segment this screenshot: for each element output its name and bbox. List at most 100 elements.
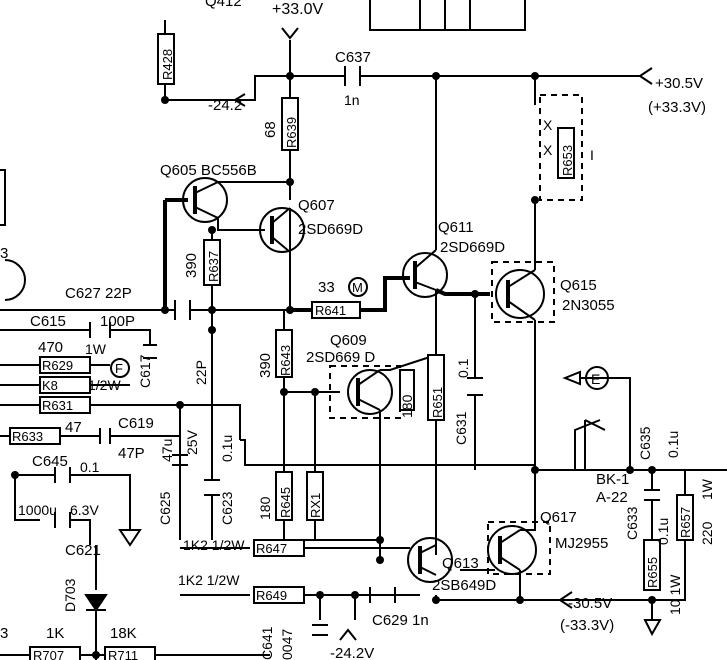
label-c631: C631 [453, 411, 469, 445]
label-r639-value: 68 [262, 121, 279, 138]
label-rail-plus-33v3: (+33.3V) [648, 99, 706, 116]
label-r651: R651 [430, 387, 445, 418]
label-r645: R645 [278, 487, 293, 518]
label-r711: R711 [108, 648, 138, 660]
label-r633: R633 [12, 429, 43, 444]
label-rail-minus-30v5: -30.5V [568, 595, 612, 612]
label-r428: R428 [160, 49, 175, 80]
label-c621-value: 1000u [18, 502, 57, 518]
label-r647-value: 1K2 1/2W [183, 537, 245, 553]
label-c619-value: 47P [118, 445, 145, 462]
label-c637-value: 1n [344, 92, 360, 108]
transistors [182, 94, 583, 583]
label-ref-3-bottom: 3 [0, 625, 8, 642]
label-r643: R643 [278, 345, 293, 376]
label-c633: C633 [624, 506, 640, 540]
label-q617-type: MJ2955 [555, 535, 608, 552]
label-c619: C619 [118, 415, 154, 432]
label-r653-mark: I [590, 147, 594, 163]
label-r633-value: 47 [65, 419, 82, 436]
label-rx1: RX1 [308, 493, 323, 518]
label-r639: R639 [284, 117, 299, 148]
label-q617: Q617 [540, 509, 577, 526]
label-c627: C627 22P [65, 285, 132, 302]
label-c617: C617 [137, 354, 153, 388]
label-q607-type: 2SD669D [298, 221, 363, 238]
label-c621-voltage: 6.3V [70, 502, 99, 518]
label-r629: R629 [42, 358, 73, 373]
label-ref-3: 3 [0, 245, 8, 262]
label-c621: C621 [65, 542, 101, 559]
label-marker-f: F [115, 361, 123, 376]
label-r629-power: 1W [85, 341, 107, 357]
label-r-180-right: 180 [399, 394, 415, 418]
label-supply-33v: +33.0V [272, 1, 323, 18]
label-c617-value: 22P [193, 360, 209, 385]
label-c645: C645 [32, 453, 68, 470]
label-c635-value: 0.1u [665, 431, 681, 458]
label-c641: C641 [259, 626, 275, 660]
label-q615-type: 2N3055 [562, 297, 615, 314]
label-r649-value: 1K2 1/2W [178, 572, 240, 588]
label-c641-value: 0047 [279, 629, 295, 660]
label-c625-voltage: 25V [184, 429, 200, 455]
label-q605: Q605 BC556B [160, 162, 257, 179]
label-r641-value: 33 [318, 279, 335, 296]
label-marker-e: E [591, 371, 600, 387]
label-r657-power: 1W [699, 478, 715, 500]
label-rail-minus-33v3: (-33.3V) [560, 617, 614, 634]
label-r707: R707 [33, 648, 64, 660]
label-c635: C635 [637, 426, 653, 460]
label-q607: Q607 [298, 197, 335, 214]
label-minus-24v2-top: -24.2 [208, 97, 242, 114]
label-r657: R657 [678, 507, 693, 538]
label-r657-value: 220 [699, 521, 715, 545]
label-r655-value: 10 1W [667, 574, 683, 615]
label-c645-value: 0.1 [80, 459, 100, 475]
label-c637: C637 [335, 49, 371, 66]
label-r647: R647 [256, 541, 287, 556]
capacitors [54, 66, 660, 636]
label-q611-type: 2SD669D [440, 239, 505, 256]
junctions [11, 72, 656, 659]
label-c633-value: 0.1u [655, 518, 671, 545]
label-bk1-type: A-22 [596, 489, 628, 506]
label-c615: C615 [30, 313, 66, 330]
label-c625-value: 47u [159, 439, 175, 462]
label-r-k8: K8 [42, 378, 58, 393]
label-r653-x1: X [543, 117, 553, 133]
label-r645-value: 180 [257, 496, 273, 520]
label-r637: R637 [206, 251, 221, 282]
label-c623-value: 0.1u [219, 435, 235, 462]
label-rail-plus-30v5: +30.5V [655, 75, 703, 92]
label-r643-value: 390 [257, 353, 274, 378]
label-r637-value: 390 [183, 253, 200, 278]
label-q412: Q412 [205, 0, 242, 10]
label-q613-type: 2SB649D [432, 577, 496, 594]
label-q611: Q611 [438, 219, 474, 236]
label-c625: C625 [157, 491, 173, 525]
label-c623: C623 [219, 491, 235, 525]
label-c615-value: 100P [100, 313, 135, 330]
label-minus-24v2-bottom: -24.2V [330, 645, 374, 660]
label-r629-value: 470 [38, 339, 63, 356]
label-c629: C629 1n [372, 612, 429, 629]
label-q613: Q613 [442, 555, 479, 572]
label-d703: D703 [62, 578, 78, 612]
label-bk1: BK-1 [596, 471, 629, 488]
label-r649: R649 [256, 588, 287, 603]
label-r-k8-power: 1/2W [88, 377, 121, 393]
label-c631-value: 0.1 [455, 358, 471, 378]
label-r707-value: 1K [46, 625, 64, 642]
label-r641: R641 [315, 303, 346, 318]
label-q609: Q609 [330, 332, 367, 349]
label-q609-type: 2SD669 D [306, 349, 375, 366]
label-r653: R653 [560, 145, 575, 176]
label-marker-m: M [352, 280, 363, 295]
label-q615: Q615 [560, 277, 597, 294]
label-r653-x2: X [543, 142, 553, 158]
misc-symbols [0, 0, 662, 641]
